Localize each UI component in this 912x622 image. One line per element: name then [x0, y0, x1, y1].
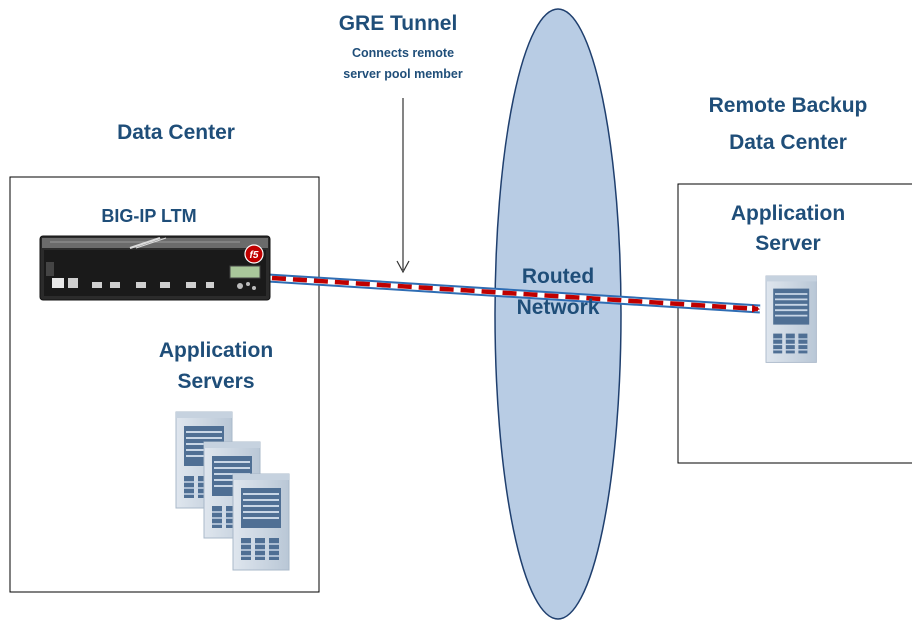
remote-label-line1: Remote Backup	[709, 94, 868, 117]
routed-network-label-line2: Network	[517, 296, 600, 319]
app-servers-label-line2: Servers	[177, 370, 254, 393]
remote-server-icon	[765, 275, 818, 364]
gre-tunnel-line	[267, 273, 761, 314]
bigip-appliance-icon: f5	[39, 235, 271, 301]
server-icon	[232, 473, 290, 571]
app-server-label-line1: Application	[731, 202, 845, 225]
tunnel-description-line1: Connects remote	[352, 46, 454, 60]
gre-tunnel-label: GRE Tunnel	[339, 12, 458, 35]
tunnel-pointer-arrow-icon	[396, 98, 410, 274]
data-center-label: Data Center	[117, 121, 235, 144]
bigip-label: BIG-IP LTM	[101, 206, 196, 226]
remote-label-line2: Data Center	[729, 131, 847, 154]
routed-network-cloud	[494, 8, 622, 620]
app-servers-label-line1: Application	[159, 339, 273, 362]
tunnel-description-line2: server pool member	[343, 67, 463, 81]
app-server-label-line2: Server	[755, 232, 820, 255]
routed-network-label-line1: Routed	[522, 265, 594, 288]
f5-logo-text: f5	[250, 250, 259, 261]
